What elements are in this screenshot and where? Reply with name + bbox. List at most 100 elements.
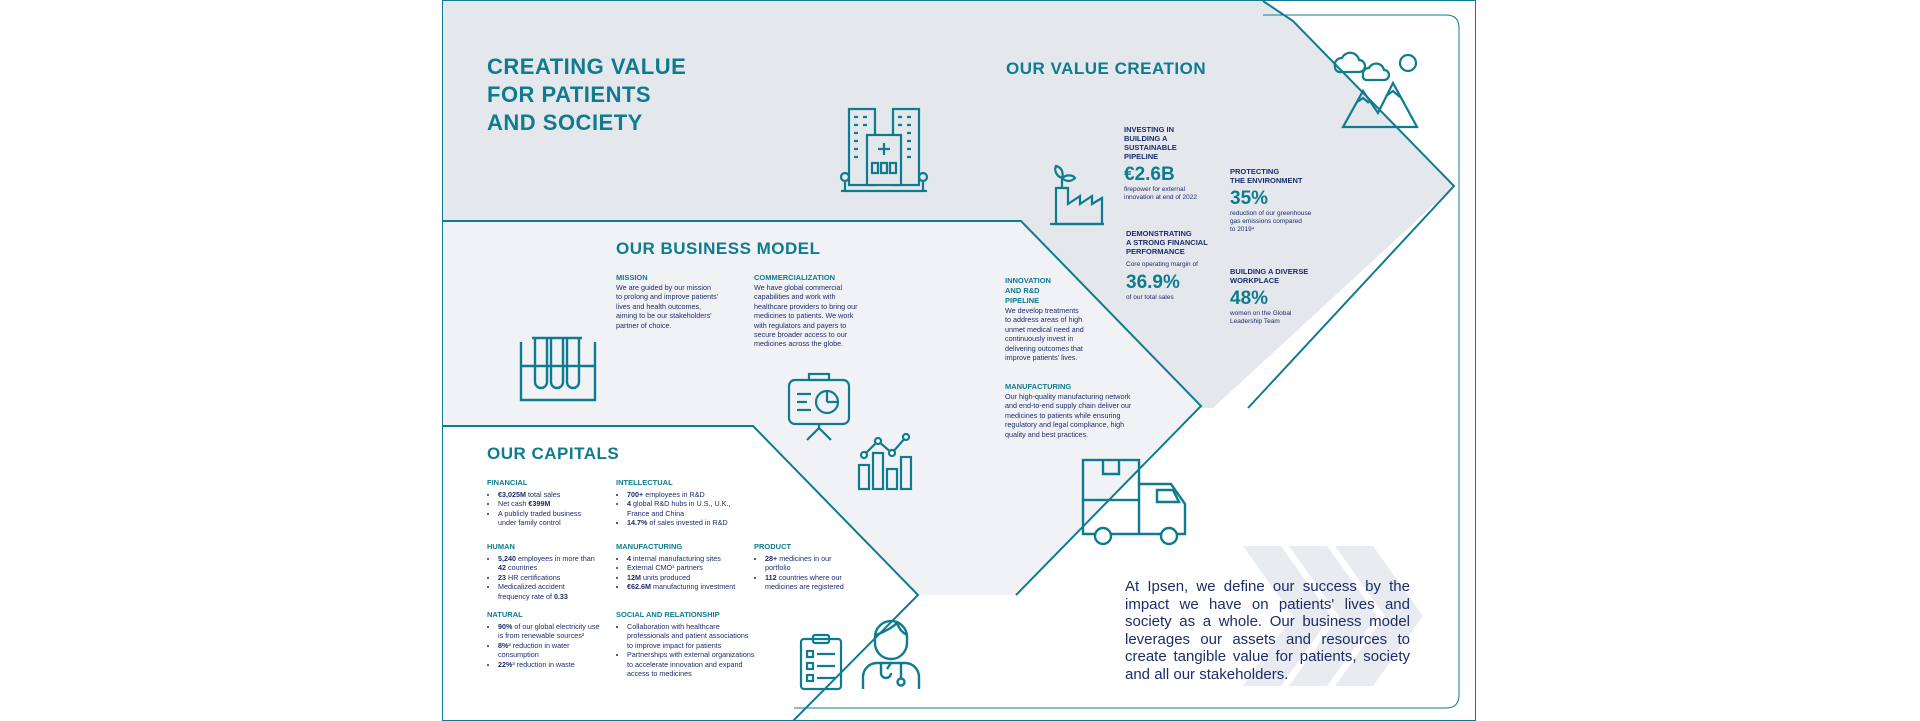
capitals-title: OUR CAPITALS <box>487 444 620 463</box>
hospital-icon <box>839 107 929 193</box>
value-creation-infographic: CREATING VALUE FOR PATIENTS AND SOCIETY … <box>442 0 1476 721</box>
capital-natural-item: 22%³ reduction in waste <box>498 660 602 669</box>
commercialization-line-5: with regulators and payers to <box>754 320 847 330</box>
capital-product-label: PRODUCT <box>754 542 792 551</box>
capital-natural-item: 8%³ reduction in water consumption <box>498 641 602 660</box>
mission-line-1: We are guided by our mission <box>616 283 711 292</box>
pipeline-desc-1: firepower for external <box>1124 186 1186 193</box>
value-creation-outline <box>1247 1 1456 409</box>
environment-desc-2: gas emissions compared <box>1230 218 1302 225</box>
background-panels <box>443 1 1460 720</box>
capital-financial-item: Net cash €399M <box>498 499 597 508</box>
innovation-line-4: continuously invest in <box>1005 334 1074 344</box>
bar-line-chart-icon <box>857 432 913 491</box>
workplace-desc-1: women on the Global <box>1230 310 1292 317</box>
capital-social-item: Collaboration with healthcare profession… <box>627 622 756 650</box>
environment-desc-1: reduction of our greenhouse <box>1230 210 1312 217</box>
factory-plant-icon <box>1050 164 1104 226</box>
commercialization-line-1: We have global commercial <box>754 283 843 292</box>
title-line-2: FOR PATIENTS <box>487 82 652 107</box>
capital-intellectual-label: INTELLECTUAL <box>616 478 673 487</box>
capital-financial-item: A publicly traded business under family … <box>498 509 597 528</box>
financial-label-1: DEMONSTRATING <box>1126 229 1192 238</box>
workplace-label-2: WORKPLACE <box>1230 276 1280 285</box>
presentation-chart-icon <box>787 372 851 441</box>
capitals-outline <box>443 425 920 720</box>
capital-product-item: 112 countries where our medicines are re… <box>765 573 844 592</box>
capital-natural-item: 90% of our global electricity use is fro… <box>498 622 602 641</box>
manufacturing-line-5: quality and best practices. <box>1005 429 1089 439</box>
title-line-3: AND SOCIETY <box>487 110 643 135</box>
capital-manufacturing-item: 4 internal manufacturing sites <box>627 554 736 563</box>
delivery-truck-icon <box>1081 458 1187 546</box>
manufacturing-label: MANUFACTURING <box>1005 382 1072 391</box>
pipeline-label-1: INVESTING IN <box>1124 125 1175 134</box>
clipboard-icon <box>799 633 843 691</box>
capital-human-item: 5,240 employees in more than 42 countrie… <box>498 554 597 573</box>
capital-manufacturing-item: External CMO¹ partners <box>627 563 736 572</box>
innovation-line-2: to address areas of high <box>1005 315 1083 325</box>
mission-line-5: partner of choice. <box>616 320 672 330</box>
mission-line-3: lives and health outcomes, <box>616 301 702 311</box>
capital-social: SOCIAL AND RELATIONSHIP Collaboration wi… <box>616 610 756 678</box>
capital-social-label: SOCIAL AND RELATIONSHIP <box>616 610 720 619</box>
title-line-1: CREATING VALUE <box>487 54 687 79</box>
commercialization-block: COMMERCIALIZATION We have global commerc… <box>754 273 879 349</box>
pipeline-label-2: BUILDING A <box>1124 134 1168 143</box>
capital-intellectual-item: 4 global R&D hubs in U.S., U.K., France … <box>627 499 741 518</box>
pipeline-desc-2: innovation at end of 2022 <box>1124 194 1198 201</box>
financial-pre: Core operating margin of <box>1126 261 1198 268</box>
environment-value: 35% <box>1230 188 1269 209</box>
capital-manufacturing-item: 12M units produced <box>627 573 736 582</box>
workplace-label-1: BUILDING A DIVERSE <box>1230 267 1309 276</box>
environment-label-2: THE ENVIRONMENT <box>1230 176 1303 185</box>
mission-block: MISSION We are guided by our mission to … <box>616 273 731 330</box>
innovation-line-3: unmet medical need and <box>1005 324 1084 334</box>
capital-product: PRODUCT 28+ medicines in our portfolio 1… <box>754 542 844 592</box>
capital-human-label: HUMAN <box>487 542 515 551</box>
clouds-mountains-icon <box>1333 51 1419 129</box>
financial-desc: of our total sales <box>1126 294 1174 301</box>
capital-manufacturing: MANUFACTURING 4 internal manufacturing s… <box>616 542 736 592</box>
innovation-line-6: improve patients' lives. <box>1005 353 1078 363</box>
mission-line-2: to prolong and improve patients' <box>616 292 719 302</box>
commercialization-line-6: secure broader access to our <box>754 330 848 340</box>
capital-natural: NATURAL 90% of our global electricity us… <box>487 610 602 669</box>
test-tubes-icon <box>519 336 597 402</box>
manufacturing-line-1: Our high-quality manufacturing network <box>1005 392 1131 401</box>
manufacturing-line-2: and end-to-end supply chain deliver our <box>1005 401 1132 411</box>
manufacturing-line-4: regulatory and legal compliance, high <box>1005 420 1125 430</box>
innovation-label-2: AND R&D <box>1005 286 1040 295</box>
capital-financial: FINANCIAL €3,025M total sales Net cash €… <box>487 478 597 528</box>
commercialization-line-4: medicines to patients. We work <box>754 311 854 321</box>
innovation-block: INNOVATION AND R&D PIPELINE We develop t… <box>1005 276 1100 362</box>
workplace-desc-2: Leadership Team <box>1230 318 1280 325</box>
value-creation-title: OUR VALUE CREATION <box>1006 59 1207 78</box>
financial-value: 36.9% <box>1126 272 1180 293</box>
environment-block: PROTECTING THE ENVIRONMENT 35% reduction… <box>1230 167 1311 234</box>
capital-financial-label: FINANCIAL <box>487 478 528 487</box>
capital-human-item: 23 HR certifications <box>498 573 597 582</box>
commercialization-line-3: healthcare providers to bring our <box>754 301 858 311</box>
manufacturing-line-3: medicines to patients while ensuring <box>1005 410 1121 420</box>
inner-frame <box>794 14 1460 709</box>
capital-natural-label: NATURAL <box>487 610 523 619</box>
pipeline-label-4: PIPELINE <box>1124 152 1159 161</box>
innovation-label-3: PIPELINE <box>1005 296 1040 305</box>
workplace-block: BUILDING A DIVERSE WORKPLACE 48% women o… <box>1230 267 1308 326</box>
pipeline-value: €2.6B <box>1124 164 1175 185</box>
financial-label-3: PERFORMANCE <box>1126 247 1185 256</box>
capital-manufacturing-item: €62.6M manufacturing investment <box>627 582 736 591</box>
capital-product-item: 28+ medicines in our portfolio <box>765 554 844 573</box>
pipeline-label-3: SUSTAINABLE <box>1124 143 1177 152</box>
capital-human: HUMAN 5,240 employees in more than 42 co… <box>487 542 597 601</box>
innovation-line-5: delivering outcomes that <box>1005 343 1083 353</box>
mission-line-4: aiming to be our stakeholders' <box>616 311 712 321</box>
environment-label-1: PROTECTING <box>1230 167 1280 176</box>
mission-statement: At Ipsen, we define our success by the i… <box>1125 578 1410 683</box>
capital-social-item: Partnerships with external organizations… <box>627 650 756 678</box>
commercialization-line-2: capabilities and work with <box>754 292 836 302</box>
financial-label-2: A STRONG FINANCIAL <box>1126 238 1208 247</box>
capital-intellectual: INTELLECTUAL 700+ employees in R&D 4 glo… <box>616 478 741 528</box>
capital-manufacturing-label: MANUFACTURING <box>616 542 683 551</box>
